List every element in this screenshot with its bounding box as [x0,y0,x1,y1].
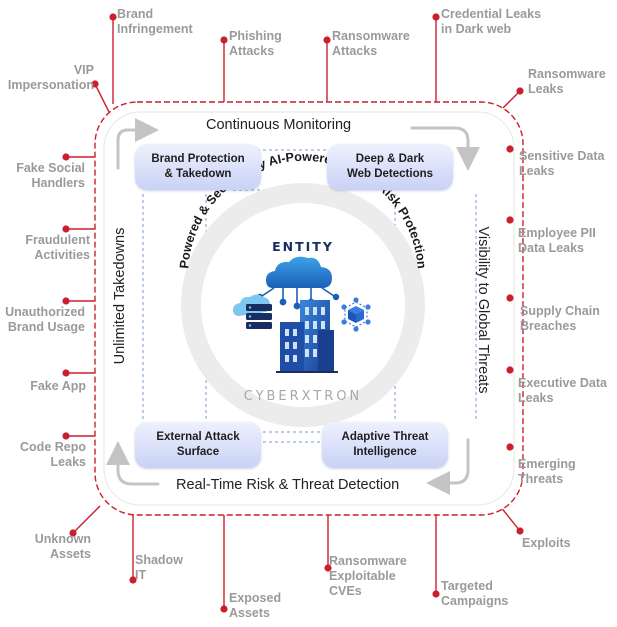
connector-line [72,505,101,534]
buildings-icon [276,300,338,373]
connector-dot [129,576,137,584]
label-targeted-campaigns: Targeted Campaigns [441,579,509,608]
label-unknown-assets: Unknown Assets [34,532,91,561]
connector-dot [506,366,514,374]
label-phishing-attacks: Phishing Attacks [229,29,282,58]
box-brand-protection: Brand Protection & Takedown [135,144,261,190]
label-code-repo: Code Repo Leaks [20,440,86,469]
inner-frame [103,111,515,506]
label-vip-impersonation: VIP Impersonation [7,63,94,92]
connector-dot [109,13,117,21]
connector-dot [506,443,514,451]
label-emerging-threats: Emerging Threats [518,457,576,486]
connector-dots [62,13,524,613]
connector-line [499,505,521,532]
entity-title: ENTITY [272,239,334,254]
label-exposed-assets: Exposed Assets [229,591,282,620]
box-external-attack: External Attack Surface [135,422,261,468]
label-ransomware-leaks: Ransomware Leaks [528,67,606,96]
connector-line [94,83,111,115]
connector-dot [62,369,70,377]
label-brand-infringement: Brand Infringement [117,7,193,36]
flow-arrows [106,118,480,495]
label-shadow-it: Shadow IT [135,553,183,582]
label-fake-social: Fake Social Handlers [16,161,85,190]
connector-line [502,90,521,109]
label-fake-app: Fake App [30,379,86,393]
connector-dot [516,87,524,95]
connector-dot [432,13,440,21]
connector-dot [323,36,331,44]
cyberxtron-brand: CYBERXTRON [244,389,363,404]
connector-dot [432,590,440,598]
connector-dot [220,605,228,613]
connector-dot [69,529,77,537]
label-unauthorized-brand: Unauthorized Brand Usage [5,305,85,334]
connector-dot [506,294,514,302]
connector-dot [62,225,70,233]
label-executive-data: Executive Data Leaks [518,376,607,405]
side-label-left: Unlimited Takedowns [112,227,128,365]
box-deep-dark-web: Deep & Dark Web Detections [327,144,453,190]
side-label-bottom: Real-Time Risk & Threat Detection [176,477,400,493]
connector-dot [506,216,514,224]
label-employee-pii: Employee PII Data Leaks [518,226,596,255]
label-sensitive-data: Sensitive Data Leaks [519,149,605,178]
cube-network-icon [341,297,371,332]
label-ransomware-cves: Ransomware Exploitable CVEs [329,554,407,598]
connector-dot [324,564,332,572]
label-supply-chain: Supply Chain Breaches [520,304,600,333]
connector-dot [62,297,70,305]
box-adaptive-threat: Adaptive Threat Intelligence [322,422,448,468]
label-fraudulent: Fraudulent Activities [25,233,90,262]
server-cloud-icon [233,294,272,329]
connector-dot [91,80,99,88]
connector-dot [62,432,70,440]
connector-dot [506,145,514,153]
side-label-top: Continuous Monitoring [206,117,352,133]
connector-dot [516,527,524,535]
connector-dot [62,153,70,161]
label-credential-leaks: Credential Leaks in Dark web [441,7,542,36]
side-label-right: Visibility to Global Threats [475,226,491,394]
connector-dot [220,36,228,44]
label-exploits: Exploits [522,536,571,550]
label-ransomware-attacks: Ransomware Attacks [332,29,410,58]
